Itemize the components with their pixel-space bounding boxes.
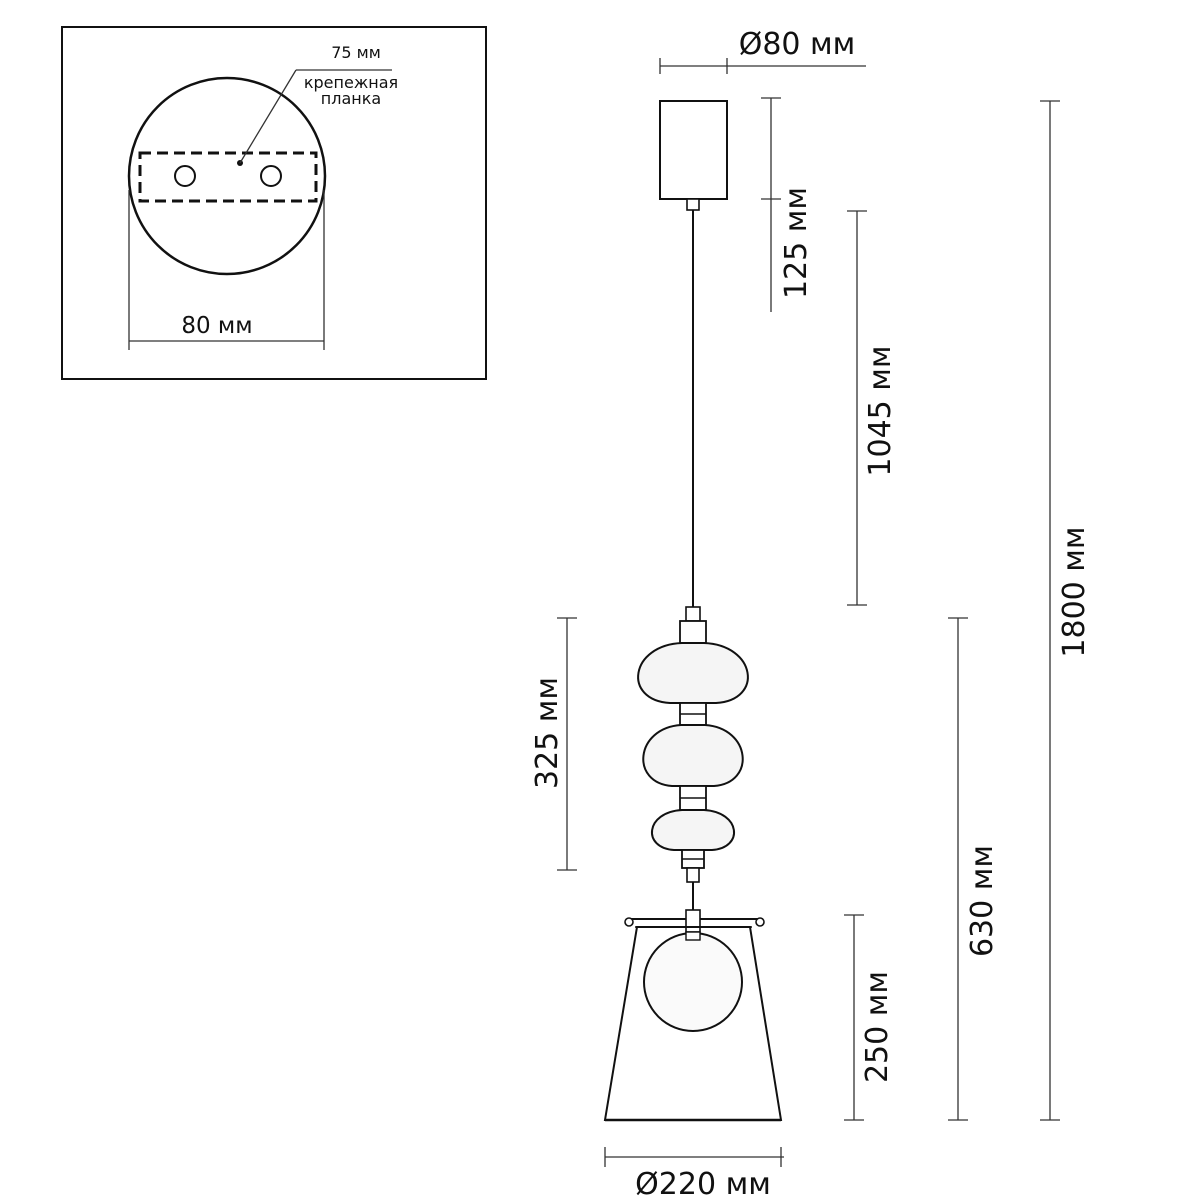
decor-height-label: 325 мм: [530, 677, 565, 789]
cable-length-label: 1045 мм: [863, 345, 898, 476]
mounting-inset: 75 мм крепежная планка 80 мм: [61, 26, 487, 380]
mounting-hole-right: [260, 165, 282, 187]
shade-height-label: 250 мм: [860, 971, 895, 1083]
dimension-annotations: Ø80 мм 125 мм 1045 мм 1800 мм 325 мм 630…: [530, 27, 1092, 1200]
globe-holder: [685, 931, 701, 941]
lamp-height-label: 630 мм: [965, 845, 1000, 957]
glass-bead-middle: [642, 724, 744, 787]
shade-pin-right: [755, 917, 765, 927]
canopy-top-view: [127, 76, 327, 276]
canopy: [659, 100, 728, 200]
glass-bead-bottom: [650, 809, 736, 851]
canopy-diameter-label: Ø80 мм: [739, 27, 856, 62]
plate-leader-line: [239, 69, 297, 164]
shade-pin-left: [624, 917, 634, 927]
plate-caption-line2: планка: [321, 89, 381, 108]
plate-width-label: 75 мм: [331, 43, 381, 62]
canopy-height-label: 125 мм: [779, 187, 814, 299]
shade-hub: [685, 909, 701, 933]
total-height-label: 1800 мм: [1057, 526, 1092, 657]
glass-bead-top: [637, 642, 749, 704]
plate-caption-line1: крепежная: [304, 73, 398, 92]
lamp-side-view: [603, 100, 783, 1122]
shade-diameter-label: Ø220 мм: [635, 1167, 771, 1200]
bottom-connector: [686, 867, 700, 883]
inset-diameter-label: 80 мм: [181, 313, 252, 339]
top-connector: [685, 606, 701, 622]
glass-globe: [643, 932, 743, 1032]
mounting-plate: [138, 151, 318, 203]
top-collar: [679, 620, 707, 644]
cable-clamp: [686, 198, 700, 211]
mounting-hole-left: [174, 165, 196, 187]
